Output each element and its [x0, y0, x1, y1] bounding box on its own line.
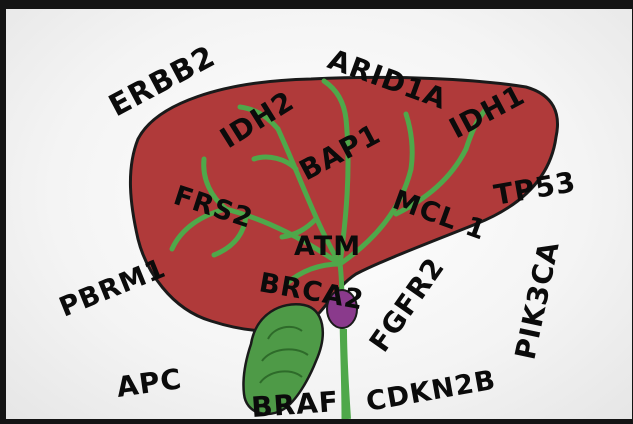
gene-label-atm: ATM [294, 231, 361, 262]
gene-label-apc: APC [114, 362, 184, 404]
illustration-canvas: ERBB2 ARID1A IDH1 IDH2 BAP1 FRS2 MCL 1 T… [6, 9, 632, 419]
gene-label-fgfr2: FGFR2 [363, 251, 452, 358]
gene-label-pbrm1: PBRM1 [55, 253, 170, 324]
gene-label-cdkn2b: CDKN2B [364, 365, 499, 418]
gene-label-pik3ca: PIK3CA [509, 238, 566, 363]
liver-illustration: ERBB2 ARID1A IDH1 IDH2 BAP1 FRS2 MCL 1 T… [6, 9, 632, 419]
gene-label-braf: BRAF [250, 385, 340, 419]
